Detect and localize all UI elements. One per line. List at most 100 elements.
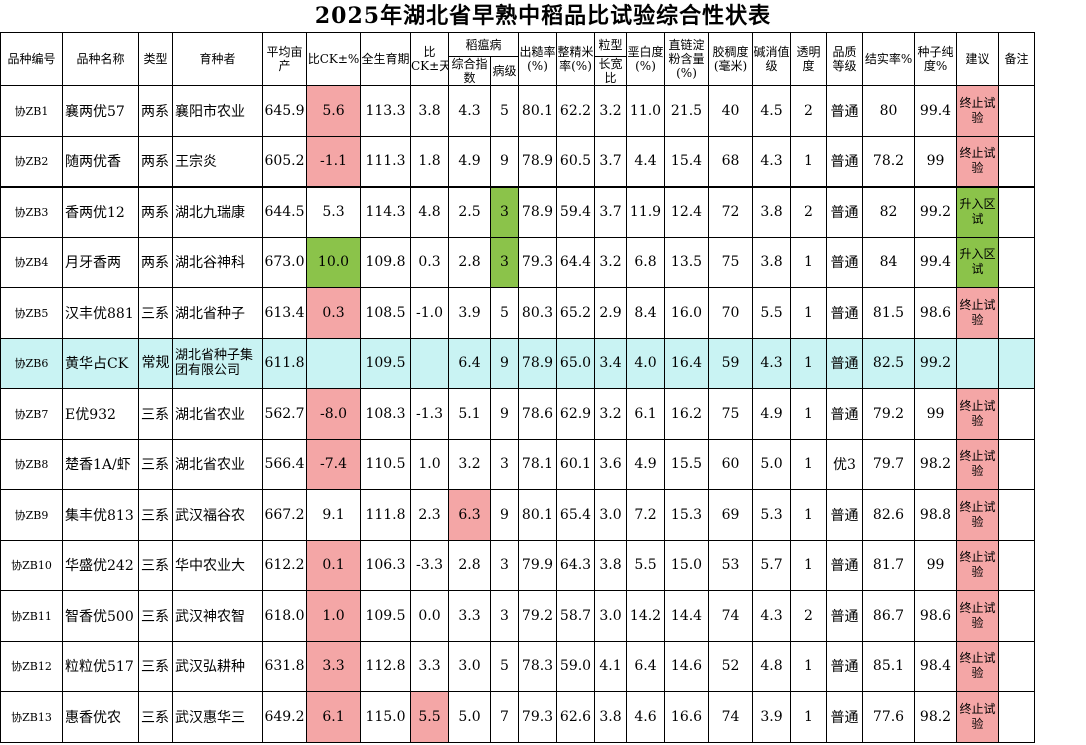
cell-period: 111.3 [360, 135, 411, 188]
cell-yield: 611.8 [262, 337, 307, 389]
cell-yield: 631.8 [262, 640, 307, 692]
header-vs-ck: 比CK±% [306, 32, 361, 86]
cell-vs-ck: 6.1 [306, 691, 361, 743]
header-brown-rate: 出糙率(%) [518, 32, 558, 86]
cell-suggest: 终止试验 [956, 135, 1000, 188]
cell-id: 协ZB12 [0, 640, 63, 692]
cell-transparency: 1 [790, 640, 828, 692]
cell-transparency: 1 [790, 337, 828, 389]
header-chalk: 垩白度(%) [626, 32, 666, 86]
header-note: 备注 [998, 32, 1036, 86]
cell-amylose: 15.0 [664, 539, 710, 591]
cell-quality: 优3 [826, 438, 864, 490]
cell-vs-ck-days: 5.5 [410, 691, 449, 743]
cell-vs-ck: -1.1 [306, 135, 361, 188]
cell-name: 月牙香两 [62, 236, 139, 288]
cell-blast-grade: 3 [489, 438, 520, 490]
cell-seed-set: 81.5 [862, 287, 916, 339]
cell-suggest: 终止试验 [956, 489, 1000, 541]
cell-yield: 562.7 [262, 388, 307, 440]
cell-lw-ratio: 3.2 [594, 388, 628, 440]
cell-name: 集丰优813 [62, 489, 139, 541]
cell-purity: 99 [914, 539, 958, 591]
header-type: 类型 [138, 32, 173, 86]
cell-vs-ck-days: 0.0 [410, 590, 449, 642]
cell-lw-ratio: 3.2 [594, 85, 628, 137]
cell-seed-set: 84 [862, 236, 916, 288]
cell-gel: 70 [708, 287, 754, 339]
cell-vs-ck-days: 0.3 [410, 236, 449, 288]
cell-type: 常规 [138, 337, 173, 389]
cell-name: 汉丰优881 [62, 287, 139, 339]
cell-blast-index: 4.3 [448, 85, 491, 137]
cell-alkali: 5.0 [752, 438, 792, 490]
cell-seed-set: 79.7 [862, 438, 916, 490]
cell-blast-grade: 9 [489, 388, 520, 440]
cell-blast-index: 6.3 [448, 489, 491, 541]
cell-id: 协ZB10 [0, 539, 63, 591]
cell-yield: 566.4 [262, 438, 307, 490]
cell-chalk: 4.6 [626, 691, 666, 743]
header-grain-shape: 粒型 [594, 32, 628, 57]
cell-suggest: 终止试验 [956, 438, 1000, 490]
cell-milled-rate: 65.4 [556, 489, 596, 541]
cell-seed-set: 82.5 [862, 337, 916, 389]
cell-vs-ck-days: -1.3 [410, 388, 449, 440]
header-lw-ratio: 长宽比 [594, 56, 628, 86]
cell-purity: 98.6 [914, 590, 958, 642]
cell-seed-set: 82.6 [862, 489, 916, 541]
cell-transparency: 2 [790, 186, 828, 238]
cell-period: 115.0 [360, 691, 411, 743]
cell-chalk: 6.1 [626, 388, 666, 440]
cell-alkali: 5.7 [752, 539, 792, 591]
cell-note [998, 691, 1036, 743]
cell-id: 协ZB13 [0, 691, 63, 743]
cell-brown-rate: 78.3 [518, 640, 558, 692]
cell-blast-index: 5.1 [448, 388, 491, 440]
cell-period: 109.5 [360, 337, 411, 389]
header-blast: 稻瘟病 [447, 32, 520, 57]
cell-breeder: 武汉神农智 [172, 590, 263, 642]
cell-alkali: 4.3 [752, 337, 792, 389]
cell-alkali: 4.9 [752, 388, 792, 440]
cell-gel: 75 [708, 236, 754, 288]
cell-name: 华盛优242 [62, 539, 139, 591]
cell-blast-index: 2.8 [448, 539, 491, 591]
cell-name: 楚香1A/虾 [62, 438, 139, 490]
cell-breeder: 湖北省农业 [172, 388, 263, 440]
cell-vs-ck-days: 2.3 [410, 489, 449, 541]
cell-vs-ck [306, 337, 361, 389]
cell-id: 协ZB2 [0, 135, 63, 188]
cell-breeder: 湖北九瑞康 [172, 186, 263, 238]
cell-brown-rate: 80.1 [518, 85, 558, 137]
header-name: 品种名称 [62, 32, 139, 86]
cell-breeder: 湖北省种子 [172, 287, 263, 339]
header-suggest: 建议 [956, 32, 1000, 86]
cell-blast-grade: 7 [489, 691, 520, 743]
cell-milled-rate: 60.1 [556, 438, 596, 490]
cell-vs-ck-days: 3.8 [410, 85, 449, 137]
cell-milled-rate: 62.2 [556, 85, 596, 137]
cell-amylose: 16.0 [664, 287, 710, 339]
cell-seed-set: 86.7 [862, 590, 916, 642]
cell-breeder: 襄阳市农业 [172, 85, 263, 137]
cell-type: 三系 [138, 640, 173, 692]
cell-lw-ratio: 3.8 [594, 691, 628, 743]
cell-chalk: 11.0 [626, 85, 666, 137]
cell-quality: 普通 [826, 287, 864, 339]
cell-brown-rate: 80.3 [518, 287, 558, 339]
cell-name: 襄两优57 [62, 85, 139, 137]
cell-period: 109.8 [360, 236, 411, 288]
cell-milled-rate: 60.5 [556, 135, 596, 188]
cell-breeder: 湖北谷神科 [172, 236, 263, 288]
cell-quality: 普通 [826, 590, 864, 642]
cell-lw-ratio: 3.7 [594, 186, 628, 238]
cell-breeder: 湖北省农业 [172, 438, 263, 490]
cell-period: 113.3 [360, 85, 411, 137]
cell-breeder: 武汉福谷农 [172, 489, 263, 541]
